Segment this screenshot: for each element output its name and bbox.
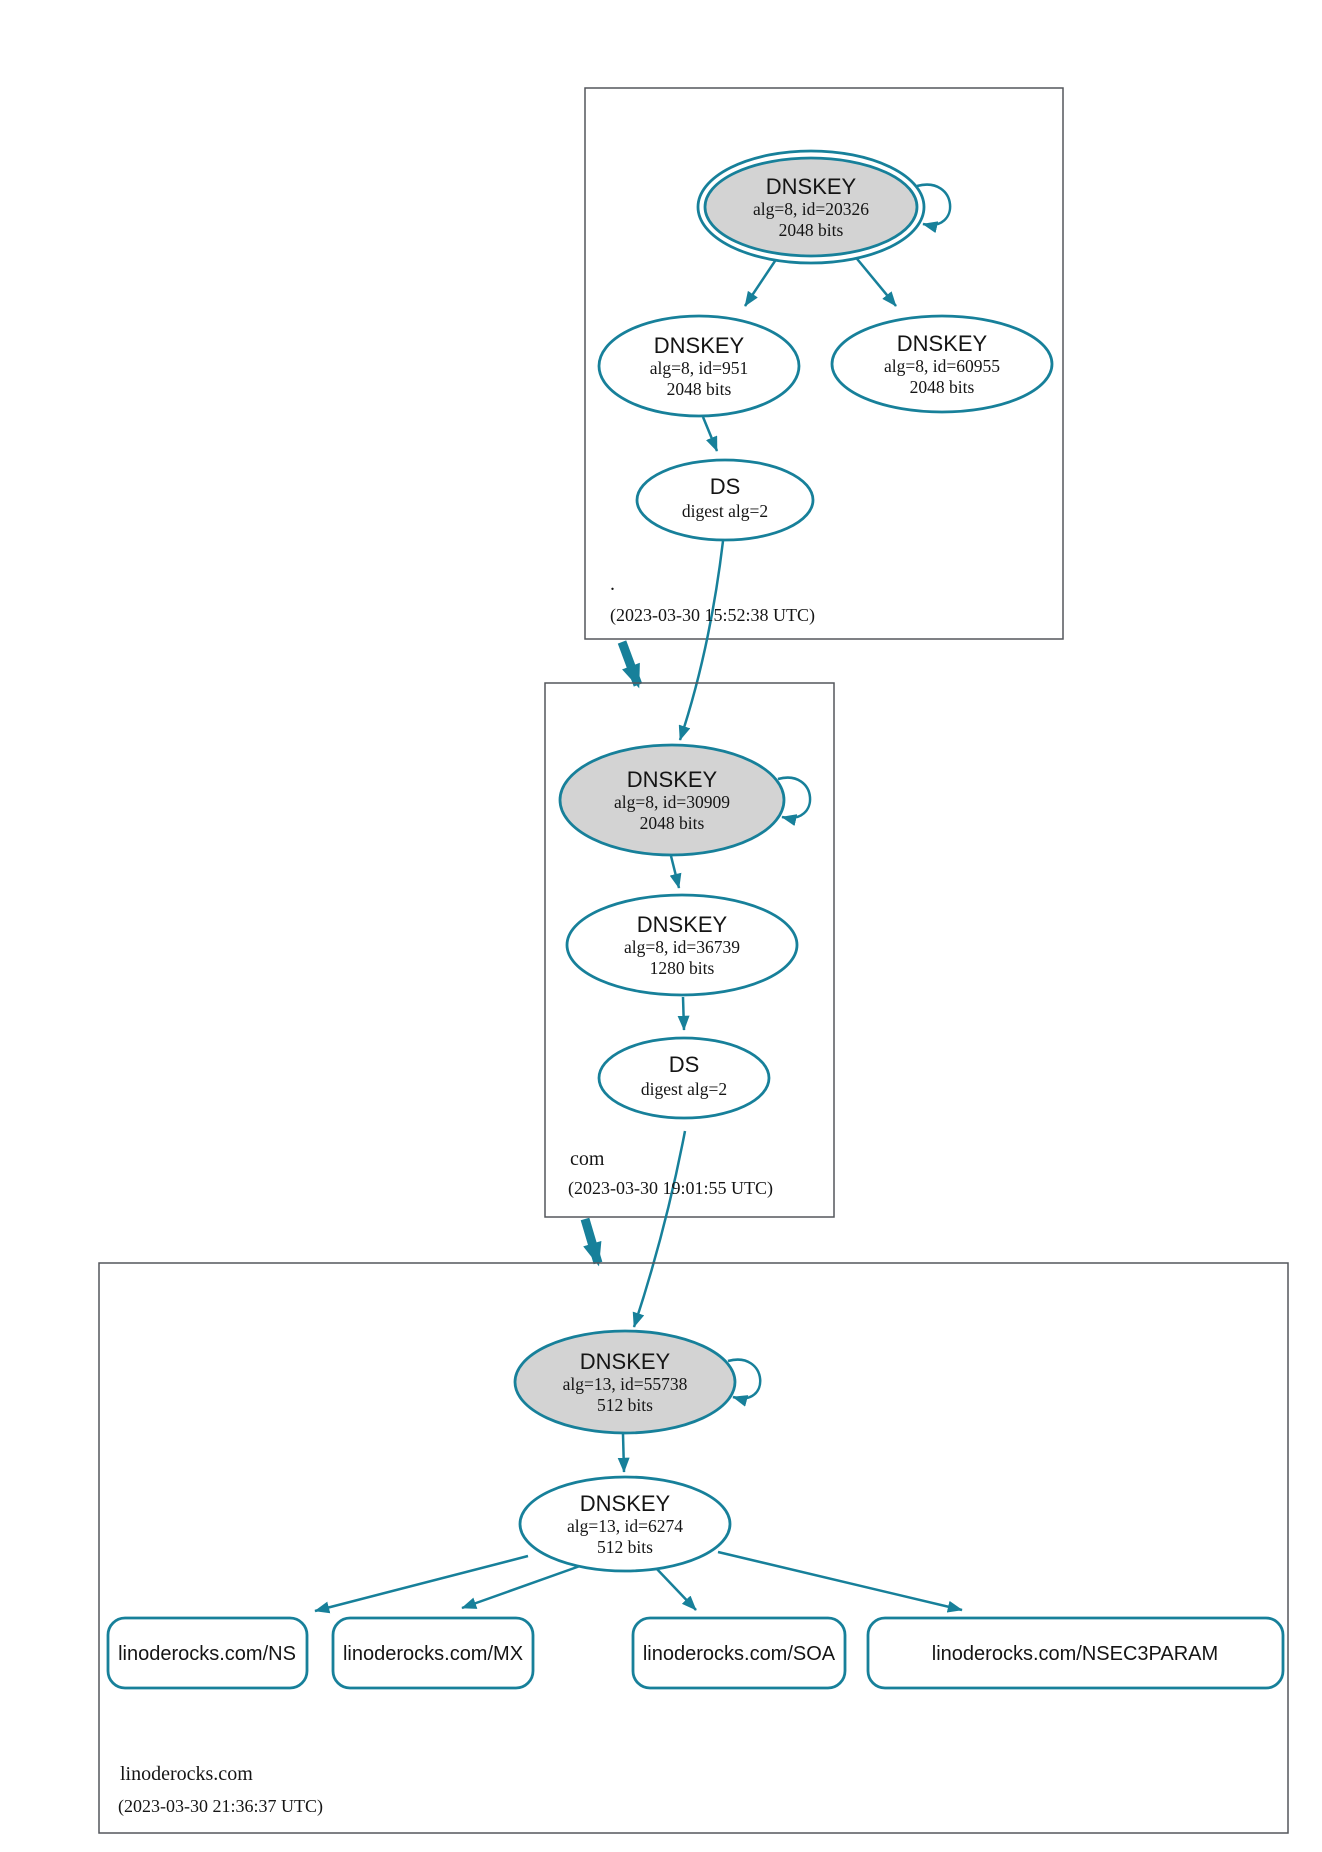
com-ds-detail: digest alg=2 [641,1079,727,1099]
zone-root: DNSKEY alg=8, id=20326 2048 bits DNSKEY … [584,87,1064,741]
edge-lino-zsk-to-ns [314,1554,529,1614]
root-ksk-title: DNSKEY [766,174,857,199]
root-zsk60955-title: DNSKEY [897,331,988,356]
root-zsk951-title: DNSKEY [654,333,745,358]
zone-label-com: com [570,1148,605,1170]
com-ksk-detail: alg=8, id=30909 [614,792,730,812]
root-zsk60955-bits: 2048 bits [910,377,975,397]
root-ksk-inner-ring [703,156,919,258]
zone-linoderocks: DNSKEY alg=13, id=55738 512 bits DNSKEY … [98,1262,1289,1834]
edge-lino-zsk-to-soa [654,1566,697,1611]
edge-root-ds-to-com-ksk [678,540,725,741]
lino-ksk-detail: alg=13, id=55738 [563,1374,688,1394]
root-ds-ellipse [635,458,815,542]
rrset-ns-box [106,1616,309,1690]
com-ds-ellipse [597,1036,771,1120]
rrset-soa-box [631,1616,847,1690]
lino-zsk-detail: alg=13, id=6274 [567,1516,683,1536]
node-root-ds[interactable]: DS digest alg=2 [635,458,815,542]
edge-lino-zsk-to-nsec3param [717,1550,963,1613]
rrset-mx-box [331,1616,535,1690]
edge-com-ds-to-lino-ksk [632,1130,687,1328]
node-root-zsk-951[interactable]: DNSKEY alg=8, id=951 2048 bits [597,314,801,418]
node-rrset-nsec3param[interactable]: linoderocks.com/NSEC3PARAM [866,1616,1285,1690]
rrset-ns-label: linoderocks.com/NS [118,1643,296,1665]
lino-ksk-bits: 512 bits [597,1395,653,1415]
edge-root-zsk951-to-ds [701,416,719,452]
edge-lino-ksk-to-zsk [617,1433,630,1473]
zone-com: DNSKEY alg=8, id=30909 2048 bits DNSKEY … [544,682,835,1328]
rrset-nsec3param-label: linoderocks.com/NSEC3PARAM [932,1643,1218,1665]
node-com-zsk-36739[interactable]: DNSKEY alg=8, id=36739 1280 bits [565,893,799,997]
node-com-ds[interactable]: DS digest alg=2 [597,1036,771,1120]
com-zsk-title: DNSKEY [637,912,728,937]
rrset-nsec3param-box [866,1616,1285,1690]
zone-box-linoderocks [98,1262,1289,1834]
root-zsk60955-detail: alg=8, id=60955 [884,356,1000,376]
root-zsk60955-ellipse [830,314,1054,414]
zone-label-root: . [610,573,615,595]
node-rrset-ns[interactable]: linoderocks.com/NS [106,1616,309,1690]
lino-zsk-ellipse [518,1475,732,1573]
com-ds-title: DS [669,1052,700,1077]
com-zsk-bits: 1280 bits [650,958,715,978]
zone-timestamp-com: (2023-03-30 19:01:55 UTC) [568,1178,773,1199]
root-ds-detail: digest alg=2 [682,501,768,521]
edge-com-ksk-to-zsk [669,855,682,889]
root-ksk-bits: 2048 bits [779,220,844,240]
node-lino-ksk-55738[interactable]: DNSKEY alg=13, id=55738 512 bits [513,1329,737,1435]
zone-box-com [544,682,835,1218]
node-root-zsk-60955[interactable]: DNSKEY alg=8, id=60955 2048 bits [830,314,1054,414]
lino-ksk-ellipse [513,1329,737,1435]
zone-label-linoderocks: linoderocks.com [120,1763,253,1785]
rrset-mx-label: linoderocks.com/MX [343,1643,523,1665]
lino-ksk-title: DNSKEY [580,1349,671,1374]
node-com-ksk-30909[interactable]: DNSKEY alg=8, id=30909 2048 bits [558,743,786,857]
root-ksk-detail: alg=8, id=20326 [753,199,869,219]
rrset-soa-label: linoderocks.com/SOA [643,1643,836,1665]
lino-zsk-bits: 512 bits [597,1537,653,1557]
zone-timestamp-linoderocks: (2023-03-30 21:36:37 UTC) [118,1796,323,1817]
com-zsk-ellipse [565,893,799,997]
edge-root-ksk-to-zsk951 [743,257,779,307]
edge-root-ksk-to-zsk60955 [852,253,897,307]
com-ksk-ellipse [558,743,786,857]
com-ksk-title: DNSKEY [627,767,718,792]
root-zsk951-ellipse [597,314,801,418]
root-zsk951-bits: 2048 bits [667,379,732,399]
edge-com-zsk-to-ds [677,996,690,1031]
node-rrset-soa[interactable]: linoderocks.com/SOA [631,1616,847,1690]
zone-box-root [584,87,1064,640]
root-zsk951-detail: alg=8, id=951 [650,358,748,378]
edge-lino-zsk-to-mx [461,1564,581,1610]
node-rrset-mx[interactable]: linoderocks.com/MX [331,1616,535,1690]
edge-lino-ksk-selfsign [727,1358,762,1407]
delegation-arrow-com-to-linoderocks [580,1217,603,1267]
root-ds-title: DS [710,474,741,499]
lino-zsk-title: DNSKEY [580,1491,671,1516]
node-lino-zsk-6274[interactable]: DNSKEY alg=13, id=6274 512 bits [518,1475,732,1573]
delegation-arrow-root-to-com [617,640,643,689]
node-root-ksk-20326[interactable]: DNSKEY alg=8, id=20326 2048 bits [696,149,926,265]
edge-com-ksk-selfsign [777,776,812,826]
com-zsk-detail: alg=8, id=36739 [624,937,740,957]
zone-timestamp-root: (2023-03-30 15:52:38 UTC) [610,605,815,626]
com-ksk-bits: 2048 bits [640,813,705,833]
edge-root-ksk-selfsign [916,183,952,234]
